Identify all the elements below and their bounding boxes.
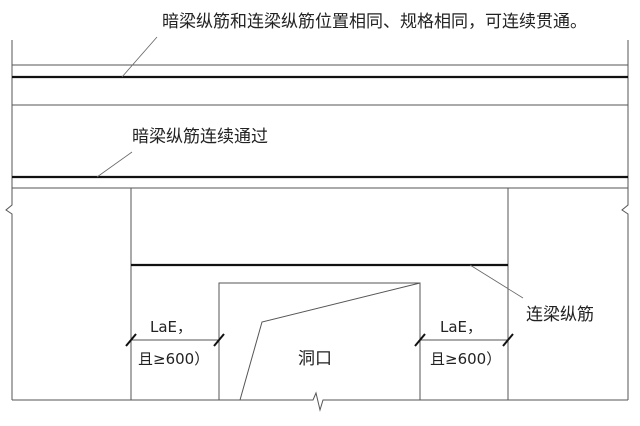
dimension-tick — [213, 333, 225, 347]
opening-outline — [218, 282, 421, 400]
middle-note-text: 暗梁纵筋连续通过 — [132, 127, 268, 147]
middle-note-leader — [96, 151, 133, 178]
left-dim-label-2: 且≥600） — [138, 350, 209, 368]
left-dim-label-1: LaE， — [150, 318, 192, 336]
top-note-text: 暗梁纵筋和连梁纵筋位置相同、规格相同，可连续贯通。 — [162, 12, 587, 32]
dimension-tick — [414, 333, 426, 347]
right-dim-label-2: 且≥600） — [430, 350, 501, 368]
right-dim-label-1: LaE， — [440, 318, 482, 336]
coupling-rebar-label: 连梁纵筋 — [526, 305, 594, 325]
opening-label: 洞口 — [298, 349, 332, 369]
coupling-rebar-leader — [469, 264, 524, 299]
dimension-tick — [502, 333, 514, 347]
opening-break-line — [239, 282, 421, 401]
top-note-leader — [121, 36, 158, 78]
bottom-edge-break — [12, 391, 628, 412]
dimension-tick — [125, 333, 137, 347]
left-wall-edge — [5, 40, 13, 400]
right-wall-edge — [621, 40, 629, 400]
